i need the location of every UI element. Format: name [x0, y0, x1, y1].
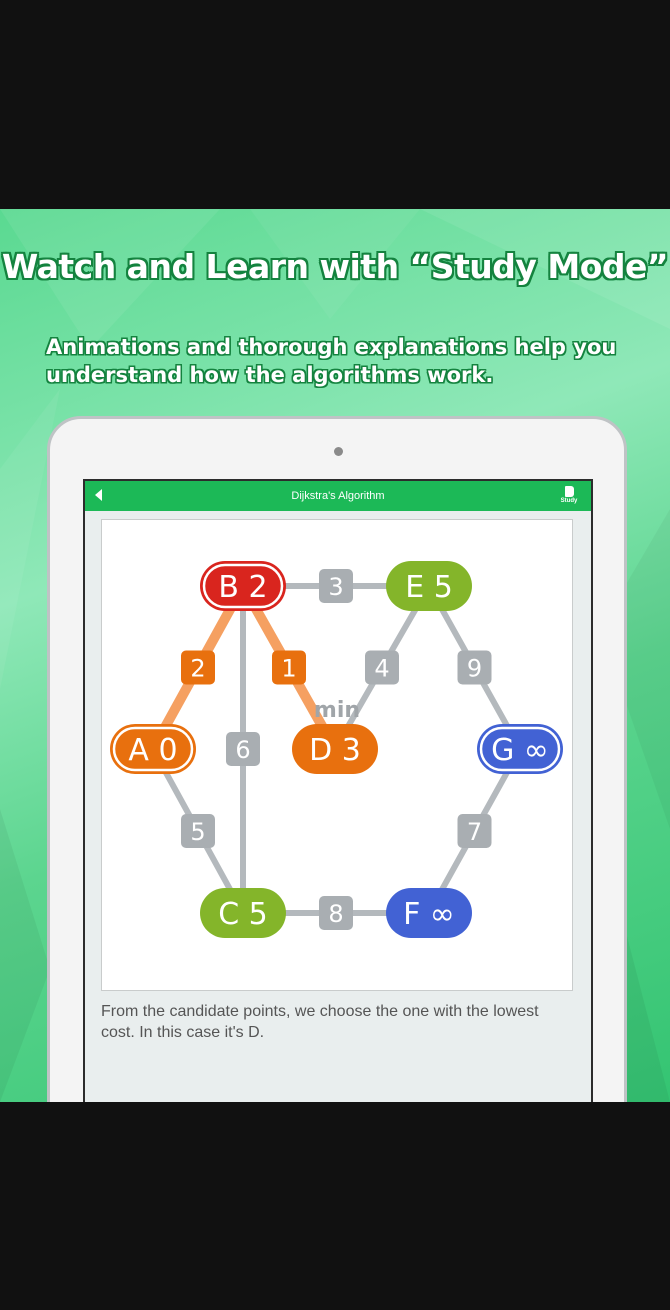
node-A[interactable]: A 0	[110, 724, 196, 774]
study-button[interactable]: Study	[557, 486, 581, 504]
app-title: Dijkstra's Algorithm	[291, 490, 385, 502]
weight-label: 9	[467, 655, 482, 683]
tablet-frame: Dijkstra's Algorithm Study 2 1 3 6 4 9 5 7 8 min…	[47, 416, 627, 1102]
promo-banner: Watch and Learn with “Study Mode” Animat…	[0, 209, 670, 1102]
app-bar: Dijkstra's Algorithm Study	[85, 481, 591, 511]
weight-box-E-G	[457, 650, 492, 685]
node-C[interactable]: C 5	[200, 888, 286, 938]
min-label: min	[314, 698, 360, 723]
book-icon	[564, 486, 574, 497]
weight-label: 7	[467, 818, 482, 846]
weight-box-A-C	[181, 814, 215, 848]
app-screen: Dijkstra's Algorithm Study 2 1 3 6 4 9 5 7 8 min…	[83, 479, 593, 1102]
explanation-text: From the candidate points, we choose the…	[101, 1003, 539, 1041]
node-F[interactable]: F ∞	[386, 888, 472, 938]
node-label: D 3	[309, 733, 361, 768]
weight-box-B-E	[319, 569, 353, 603]
node-label: E 5	[405, 570, 453, 605]
node-D[interactable]: D 3	[292, 724, 378, 774]
node-label: A 0	[128, 733, 177, 768]
weight-label: 5	[190, 818, 205, 846]
graph-canvas: 2 1 3 6 4 9 5 7 8 min A 0 B 2 C 5 D 3 E 5 F ∞ G ∞	[101, 519, 573, 991]
headline: Watch and Learn with “Study Mode”	[1, 247, 669, 286]
weight-box-B-D	[272, 650, 306, 685]
weight-label: 8	[328, 900, 343, 928]
weight-box-G-F	[457, 814, 492, 848]
weight-label: 4	[374, 655, 389, 683]
weight-box-A-B	[181, 650, 215, 685]
weight-box-B-C	[226, 732, 260, 766]
graph-svg: 2 1 3 6 4 9 5 7 8 min A 0 B 2 C 5 D 3 E 5 F ∞ G ∞	[110, 561, 563, 938]
node-label: C 5	[218, 897, 268, 932]
weight-label: 6	[235, 736, 250, 764]
camera-dot	[334, 447, 343, 456]
node-E[interactable]: E 5	[386, 561, 472, 611]
node-G[interactable]: G ∞	[477, 724, 563, 774]
node-label: G ∞	[491, 733, 549, 768]
weight-label: 1	[281, 655, 296, 683]
back-arrow-icon[interactable]	[95, 489, 102, 501]
weight-box-C-F	[319, 896, 353, 930]
node-B[interactable]: B 2	[200, 561, 286, 611]
weight-box-E-D	[365, 650, 399, 685]
node-label: B 2	[218, 570, 267, 605]
weight-label: 2	[190, 655, 205, 683]
study-label: Study	[560, 498, 578, 504]
weight-label: 3	[328, 573, 343, 601]
subtitle: Animations and thorough explanations hel…	[46, 335, 617, 387]
node-label: F ∞	[403, 897, 455, 932]
